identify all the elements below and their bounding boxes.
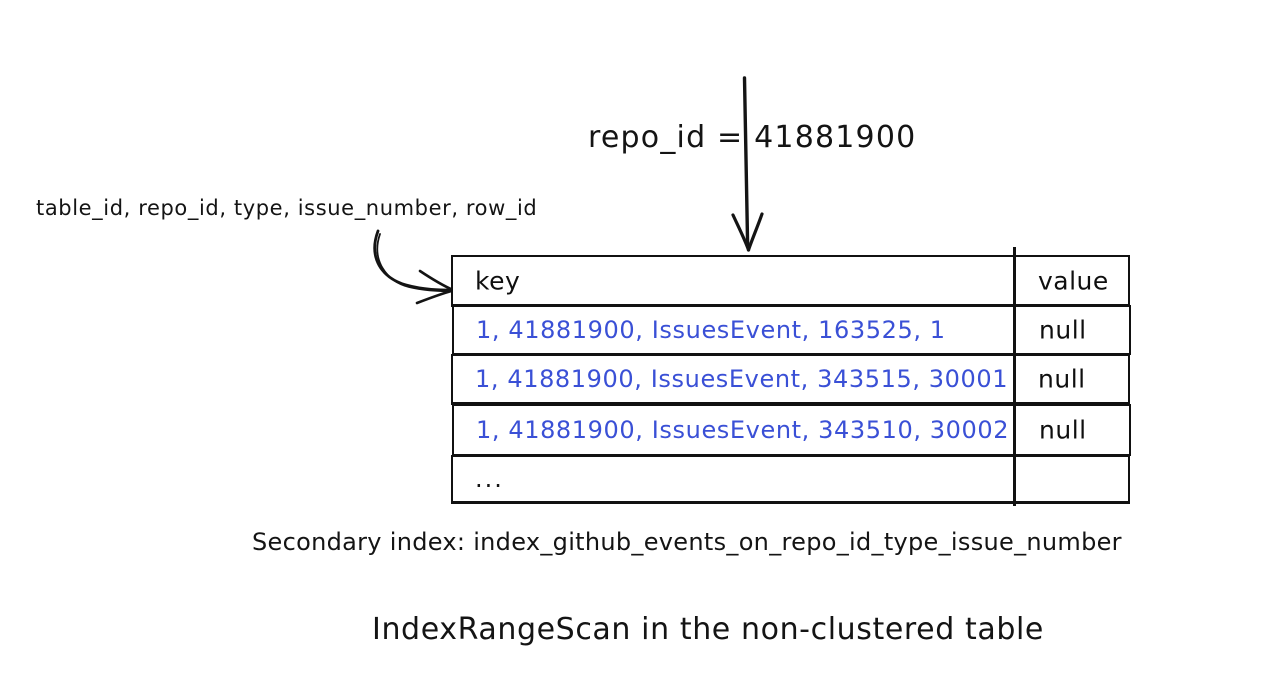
filter-expression-label: repo_id = 41881900: [588, 120, 917, 155]
table-header-value: value: [1038, 266, 1109, 295]
table-header-row: key value: [451, 255, 1130, 307]
table-cell-value: null: [1039, 315, 1087, 345]
table-cell-value: null: [1038, 364, 1086, 394]
table-cell-key: ...: [475, 465, 504, 493]
index-columns-label: table_id, repo_id, type, issue_number, r…: [36, 196, 538, 220]
table-row-ellipsis: ...: [451, 455, 1130, 504]
scan-caption: IndexRangeScan in the non-clustered tabl…: [372, 612, 1044, 647]
key-value-column-divider: [1013, 247, 1016, 506]
table-cell-key: 1, 41881900, IssuesEvent, 343510, 30002: [476, 416, 1010, 444]
table-row: 1, 41881900, IssuesEvent, 163525, 1 null: [452, 305, 1131, 355]
index-columns-pointer-arrow: [373, 229, 455, 305]
table-row: 1, 41881900, IssuesEvent, 343510, 30002 …: [452, 404, 1131, 456]
index-table: key value 1, 41881900, IssuesEvent, 1635…: [451, 255, 1131, 504]
table-header-key: key: [475, 266, 521, 295]
repo-id-filter-arrow: [731, 76, 764, 252]
table-row: 1, 41881900, IssuesEvent, 343515, 30001 …: [451, 354, 1130, 405]
table-cell-value: null: [1039, 415, 1087, 445]
table-cell-key: 1, 41881900, IssuesEvent, 163525, 1: [476, 316, 946, 344]
secondary-index-caption: Secondary index: index_github_events_on_…: [252, 528, 1122, 556]
table-cell-key: 1, 41881900, IssuesEvent, 343515, 30001: [475, 365, 1009, 393]
